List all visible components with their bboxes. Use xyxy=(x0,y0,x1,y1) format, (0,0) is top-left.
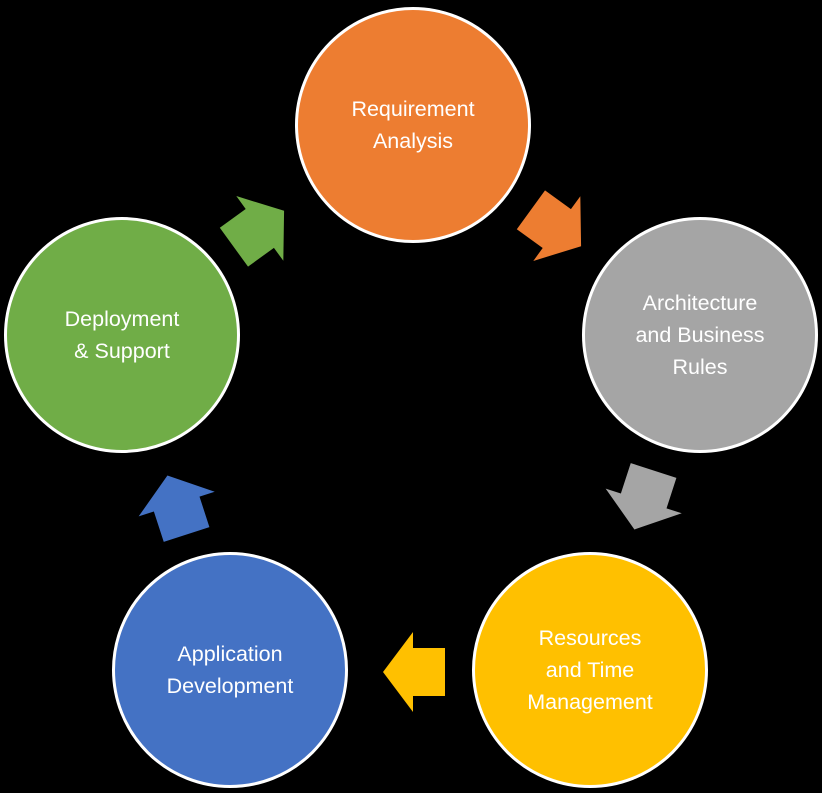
arrow-application-to-deployment-icon xyxy=(138,475,215,542)
node-label-line: Development xyxy=(166,674,294,698)
node-label-line: Resources xyxy=(538,626,642,650)
node-requirement-analysis: Requirement Analysis xyxy=(295,7,531,243)
node-label: Requirement Analysis xyxy=(351,93,474,157)
node-label-line: Application xyxy=(177,642,283,666)
node-label-line: and Business xyxy=(635,323,765,347)
node-label-line: Management xyxy=(527,690,653,714)
node-label: Deployment & Support xyxy=(65,303,180,367)
node-resources-time-management: Resources and Time Management xyxy=(472,552,708,788)
node-label-line: Analysis xyxy=(372,129,454,153)
node-label: Architecture and Business Rules xyxy=(635,287,764,383)
node-label: Resources and Time Management xyxy=(527,622,653,718)
arrow-requirement-to-architecture-icon xyxy=(516,190,582,261)
node-deployment-support: Deployment & Support xyxy=(4,217,240,453)
node-label-line: Rules xyxy=(672,355,728,379)
arrow-architecture-to-resources-icon xyxy=(605,463,682,530)
node-label-line: & Support xyxy=(74,339,170,363)
node-architecture-business-rules: Architecture and Business Rules xyxy=(582,217,818,453)
node-application-development: Application Development xyxy=(112,552,348,788)
arrow-deployment-to-requirement-icon xyxy=(219,196,285,267)
node-label: Application Development xyxy=(167,638,294,702)
node-label-line: Deployment xyxy=(64,307,180,331)
node-label-line: Architecture xyxy=(642,291,758,315)
node-label-line: and Time xyxy=(545,658,635,682)
arrow-resources-to-application-icon xyxy=(383,632,445,712)
node-label-line: Requirement xyxy=(351,97,475,121)
